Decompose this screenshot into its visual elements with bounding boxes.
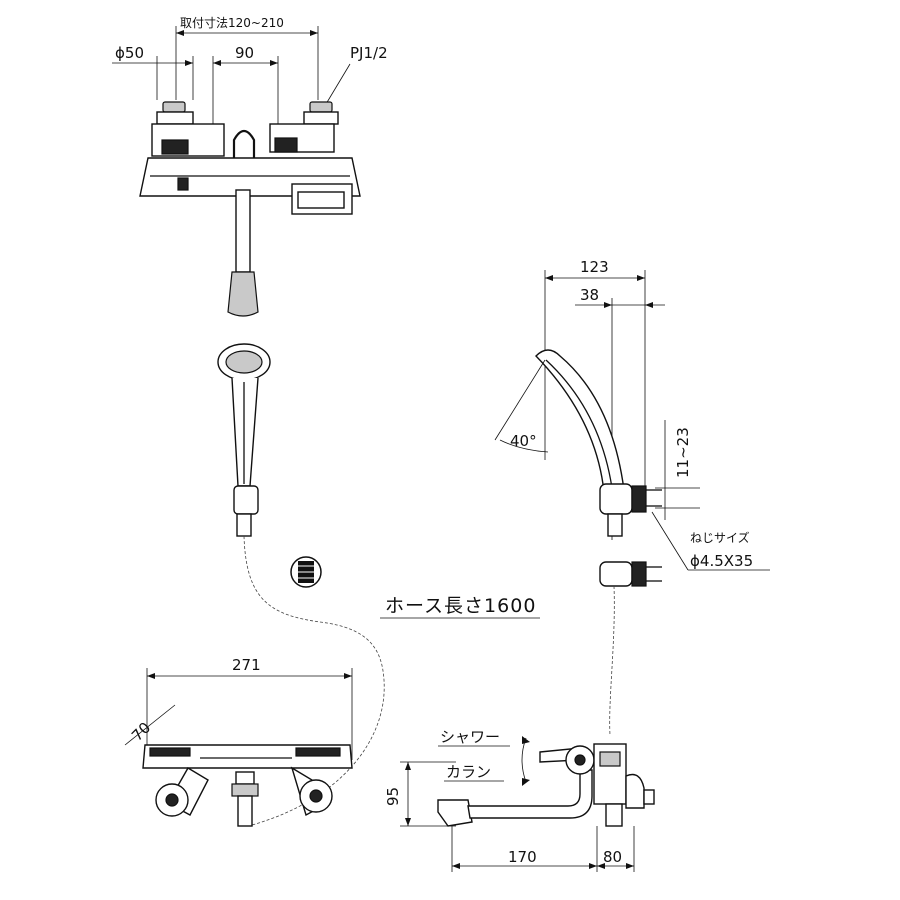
side-view-shower: 123 38 40° 11~23 ねじサイズ ϕ4.5X35: [494, 258, 770, 736]
front-view-body: 271 70: [124, 656, 353, 827]
angle-40-label: 40°: [510, 432, 537, 450]
side-view-spout: シャワー カラン 95 170 80: [384, 728, 655, 872]
width-271-label: 271: [232, 656, 261, 674]
height-95-label: 95: [384, 787, 402, 806]
wall-11-23-label: 11~23: [674, 427, 692, 478]
screw-size-caption: ねじサイズ: [690, 530, 750, 545]
top-view-body: 取付寸法120~210 ϕ50 90 PJ1/2: [112, 16, 388, 317]
depth-38-label: 38: [580, 286, 599, 304]
shower-label: シャワー: [440, 728, 500, 746]
spout-80-label: 80: [603, 848, 622, 866]
bracket-icon: [290, 556, 322, 588]
hose-length-label: ホース長さ1600: [385, 595, 536, 617]
pipe-thread-label: PJ1/2: [350, 44, 388, 62]
faucet-label: カラン: [446, 763, 491, 781]
depth-123-label: 123: [580, 258, 609, 276]
diameter-50-label: ϕ50: [115, 44, 144, 62]
spout-170-label: 170: [508, 848, 537, 866]
depth-70-label: 70: [128, 719, 154, 745]
hand-shower: [217, 343, 385, 826]
span-90-label: 90: [235, 44, 254, 62]
install-pitch-label: 取付寸法120~210: [180, 16, 284, 30]
screw-size-label: ϕ4.5X35: [690, 552, 753, 570]
